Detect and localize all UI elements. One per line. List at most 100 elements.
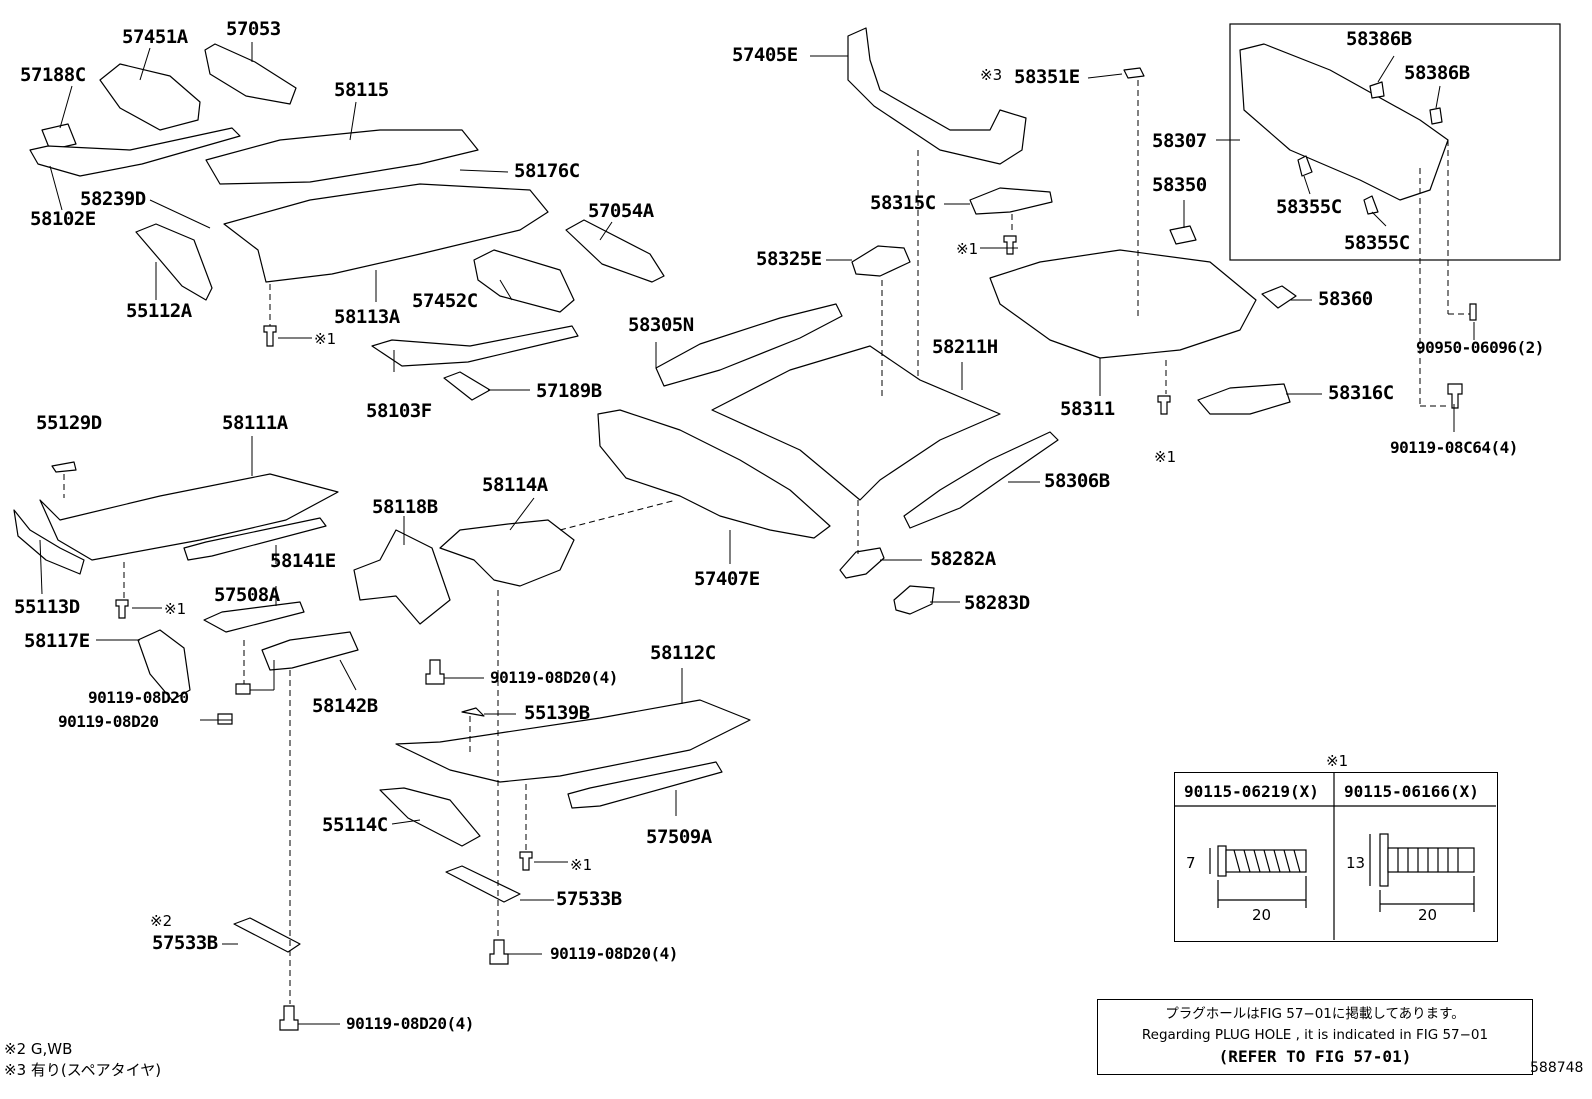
part-58311-shape xyxy=(989,249,1257,359)
ref-mark: ※1 xyxy=(314,330,337,348)
part-label: 58115 xyxy=(334,79,389,101)
bolt-icon xyxy=(1157,395,1171,415)
part-label: 57407E xyxy=(694,568,760,590)
part-label: 55114C xyxy=(322,814,388,836)
part-label: 58114A xyxy=(482,474,548,496)
part-58117E-shape xyxy=(137,629,191,701)
part-label: 58283D xyxy=(964,592,1030,614)
part-label: 90119-08D20 xyxy=(88,688,189,707)
part-57508A-shape xyxy=(183,517,327,561)
inset-frame-58307 xyxy=(1229,23,1561,261)
note-reference: (REFER TO FIG 57-01) xyxy=(1218,1047,1412,1066)
part-label: 58117E xyxy=(24,630,90,652)
bolt-icon xyxy=(1003,235,1017,255)
note-line-jp: プラグホールはFIG 57−01に掲載してあります。 xyxy=(1165,1006,1465,1022)
part-label: 57533B xyxy=(152,932,218,954)
part-label: 58311 xyxy=(1060,398,1115,420)
part-55112A-shape xyxy=(135,223,213,301)
part-label: 90119-08D20 xyxy=(58,712,159,731)
part-58386B-shape-a xyxy=(1369,81,1385,99)
part-label: 58316C xyxy=(1328,382,1394,404)
part-58305N-shape xyxy=(655,303,843,387)
bolt-spec-col1: 90115-06219(X) xyxy=(1184,782,1319,801)
part-57533B-shape-a xyxy=(445,865,521,903)
part-label: 58305N xyxy=(628,314,694,336)
note-line-en: Regarding PLUG HOLE , it is indicated in… xyxy=(1141,1027,1489,1043)
bolt-icon xyxy=(235,683,251,695)
part-label: 55129D xyxy=(36,412,102,434)
ref-mark: ※3 xyxy=(980,66,1003,84)
part-label: 58315C xyxy=(870,192,936,214)
part-58283D-shape xyxy=(893,585,935,615)
part-label: 58355C xyxy=(1344,232,1410,254)
part-label: 58118B xyxy=(372,496,438,518)
part-label: 57508A xyxy=(214,584,280,606)
part-58112C-shape xyxy=(395,699,751,783)
part-57452C-shape xyxy=(473,249,575,313)
part-58103F-shape xyxy=(371,325,579,367)
part-label: 55113D xyxy=(14,596,80,618)
bolt-icon xyxy=(217,713,233,725)
part-58211H-shape xyxy=(711,345,1001,501)
dim-height-1: 7 xyxy=(1186,854,1196,872)
part-label: 58307 xyxy=(1152,130,1207,152)
part-label: 57533B xyxy=(556,888,622,910)
part-58306B-shape xyxy=(903,431,1059,529)
part-label: 58112C xyxy=(650,642,716,664)
part-label: 57053 xyxy=(226,18,281,40)
bolt-icon xyxy=(279,1005,299,1031)
part-58355C-shape-b xyxy=(1363,195,1379,215)
part-label: 57188C xyxy=(20,64,86,86)
part-58355C-shape-a xyxy=(1297,155,1313,177)
bolt-spec-drawing xyxy=(1174,772,1496,940)
figure-number: 588748 xyxy=(1530,1060,1584,1076)
part-label: 57452C xyxy=(412,290,478,312)
footnote-2: ※2 G,WB xyxy=(4,1040,73,1058)
part-label: 55139B xyxy=(524,702,590,724)
part-57188C-shape xyxy=(41,123,77,151)
bolt-icon xyxy=(1469,303,1477,321)
part-label: 58360 xyxy=(1318,288,1373,310)
part-58316C-shape xyxy=(1197,383,1291,415)
bolt-icon xyxy=(1447,383,1463,409)
part-57405E-shape xyxy=(847,27,1027,165)
part-58113A-shape xyxy=(223,183,549,283)
plug-hole-note: プラグホールはFIG 57−01に掲載してあります。 Regarding PLU… xyxy=(1097,999,1533,1075)
ref-mark: ※1 xyxy=(956,240,979,258)
part-57053-shape xyxy=(204,43,297,105)
part-label: 58325E xyxy=(756,248,822,270)
part-label: 58113A xyxy=(334,306,400,328)
part-label: 58102E xyxy=(30,208,96,230)
part-58325E-shape xyxy=(851,245,911,277)
part-label: 57451A xyxy=(122,26,188,48)
bolt-icon xyxy=(115,599,129,619)
part-label: 90119-08C64(4) xyxy=(1390,438,1518,457)
part-label: 58176C xyxy=(514,160,580,182)
part-55129D-shape xyxy=(51,461,77,473)
part-58115-shape xyxy=(205,129,479,185)
part-55113D-shape xyxy=(13,509,85,575)
part-58282A-shape xyxy=(839,547,885,579)
bolt-icon xyxy=(425,659,445,685)
part-58102E-shape xyxy=(29,127,241,177)
part-label: 58351E xyxy=(1014,66,1080,88)
part-58142B-shape xyxy=(261,631,359,671)
bolt-icon xyxy=(489,939,509,965)
bolt-spec-col2: 90115-06166(X) xyxy=(1344,782,1479,801)
ref-mark: ※1 xyxy=(1154,448,1177,466)
part-label: 90950-06096(2) xyxy=(1416,338,1544,357)
part-label: 58141E xyxy=(270,550,336,572)
part-58114A-shape xyxy=(439,519,575,587)
part-58315C-shape xyxy=(969,187,1053,215)
part-57509A-shape xyxy=(567,761,723,809)
part-57533B-shape-b xyxy=(233,917,301,953)
part-label: 90119-08D20(4) xyxy=(490,668,618,687)
part-label: 58350 xyxy=(1152,174,1207,196)
dim-length-2: 20 xyxy=(1418,906,1438,924)
dim-length-1: 20 xyxy=(1252,906,1272,924)
part-label: 58306B xyxy=(1044,470,1110,492)
part-58360-shape xyxy=(1261,285,1297,309)
part-58351E-shape xyxy=(1123,67,1145,79)
part-57451A-shape xyxy=(99,63,201,131)
part-label: 57509A xyxy=(646,826,712,848)
